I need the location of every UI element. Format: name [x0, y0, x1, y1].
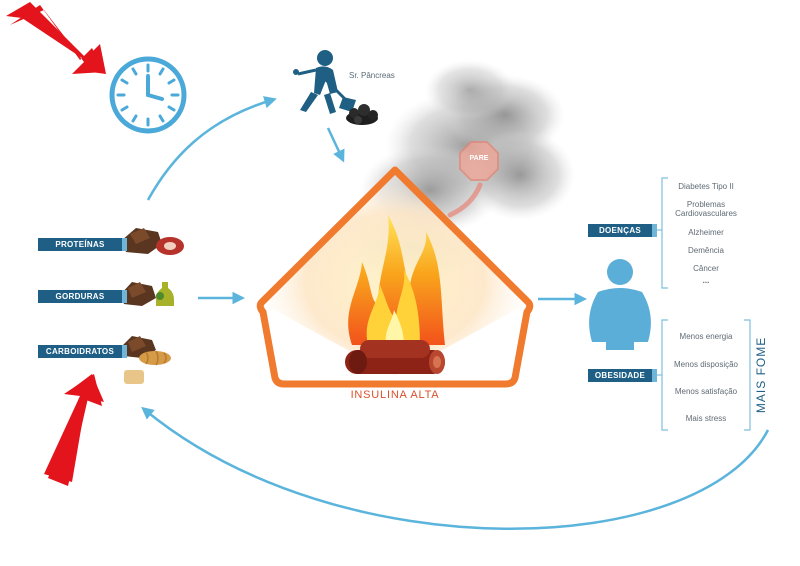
disease-item: ...	[702, 276, 710, 285]
obesity-item: Mais stress	[685, 414, 727, 423]
tag-fats: GORDURAS	[38, 290, 127, 303]
stop-sign-icon	[447, 141, 499, 218]
pancreas-to-fire-arrow	[326, 127, 345, 163]
obesity-item: Menos energia	[679, 332, 733, 341]
more-hunger-label: MAIS FOME	[754, 336, 769, 414]
protein-food-icon	[122, 228, 184, 255]
carbohydrate-food-icon	[120, 336, 171, 384]
red-arrow-top-icon	[6, 2, 106, 74]
obese-person-icon	[589, 259, 651, 350]
flame-icon	[348, 215, 445, 345]
obesity-item: Menos satisfação	[674, 387, 738, 396]
disease-item: Diabetes Tipo II	[678, 182, 734, 191]
tag-carbohydrates: CARBOIDRATOS	[38, 345, 127, 358]
tag-diseases: DOENÇAS	[588, 224, 657, 237]
pancreas-label: Sr. Pâncreas	[349, 71, 395, 80]
fat-food-icon	[120, 282, 174, 306]
disease-item: Demência	[687, 246, 724, 255]
fire-caption: INSULINA ALTA	[350, 389, 440, 401]
clock-icon	[109, 56, 187, 134]
food-to-pancreas-arrow	[146, 96, 277, 201]
disease-item: Alzheimer	[688, 228, 724, 237]
tag-obesity: OBESIDADE	[588, 369, 657, 382]
red-arrow-bottom-icon	[44, 374, 104, 486]
tag-proteins: PROTEÍNAS	[38, 238, 127, 251]
disease-item: Problemas Cardiovasculares	[675, 200, 737, 219]
logs-icon	[345, 340, 445, 374]
pancreas-digger-icon	[293, 50, 356, 114]
obesity-item: Menos disposição	[673, 360, 739, 369]
hunger-bracket	[744, 319, 751, 431]
disease-item: Câncer	[693, 264, 719, 273]
hunger-return-arrow	[141, 406, 770, 530]
coal-pile-icon	[346, 104, 378, 125]
diseases-bracket	[661, 177, 668, 289]
stop-sign-label: PARE	[469, 155, 489, 162]
